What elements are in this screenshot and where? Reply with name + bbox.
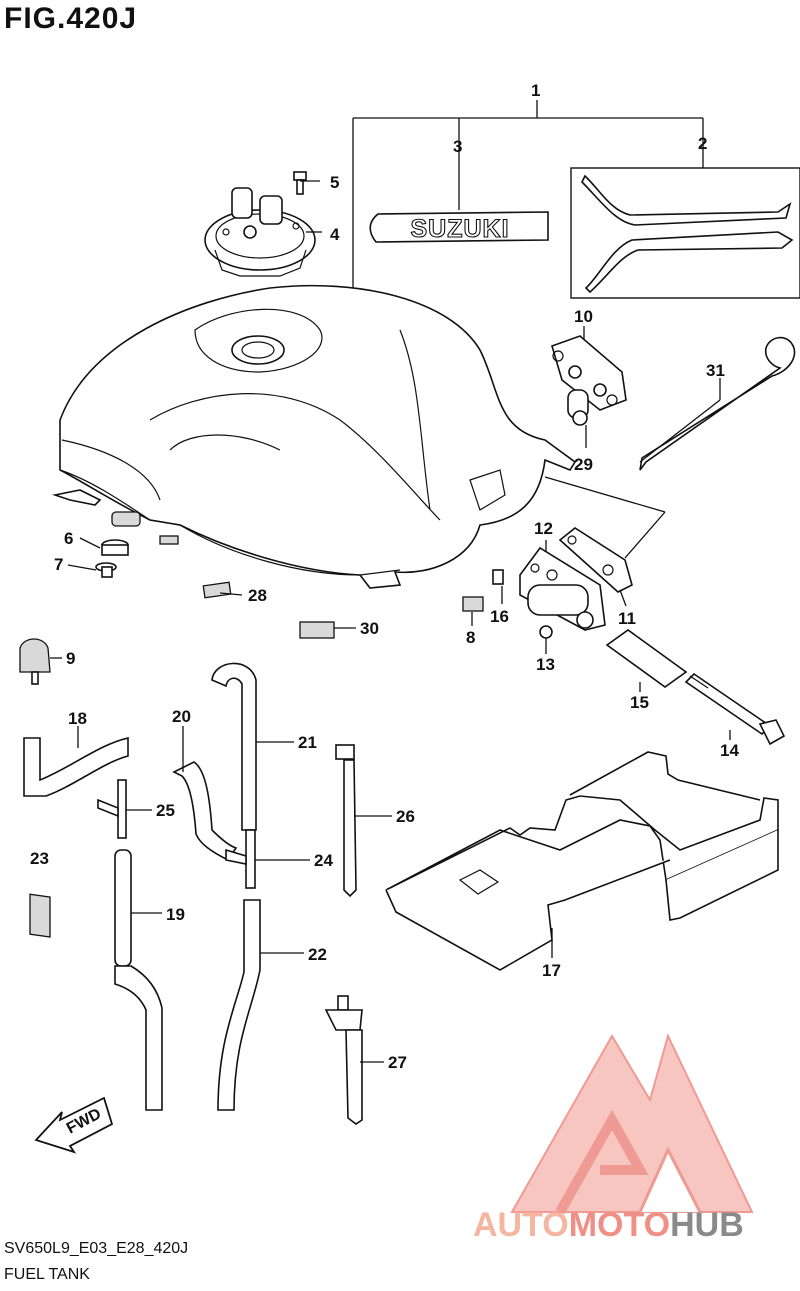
hinge-assembly	[519, 527, 633, 639]
prop-rod	[639, 336, 796, 471]
callout-10: 10	[574, 307, 593, 326]
heat-shield	[385, 751, 779, 971]
hinge-leader-lines	[544, 476, 666, 559]
fuel-tank	[51, 284, 577, 589]
callout-2: 2	[698, 134, 707, 153]
watermark-logo	[510, 1033, 754, 1215]
callout-3: 3	[453, 137, 462, 156]
cable-clamp-27	[324, 995, 363, 1125]
figure-title: FIG.420J	[4, 2, 138, 35]
callout-31: 31	[706, 361, 725, 380]
watermark-brand: AUTOMOTOHUB	[473, 1206, 744, 1245]
hose-21	[211, 662, 257, 831]
hose-cap	[19, 638, 51, 685]
callout-11: 11	[618, 609, 636, 628]
callout-9: 9	[66, 649, 75, 668]
model-code: SV650L9_E03_E28_420J	[4, 1240, 189, 1257]
callout-6: 6	[64, 529, 73, 548]
collar	[605, 629, 688, 688]
callout-21: 21	[298, 733, 317, 752]
callout-27: 27	[388, 1053, 407, 1072]
fwd-arrow: FWD	[34, 1096, 114, 1154]
t-joint-24	[225, 829, 256, 889]
callout-24: 24	[314, 851, 333, 870]
brand-part-auto: AUTO	[473, 1206, 569, 1244]
callout-20: 20	[172, 707, 191, 726]
clip	[492, 569, 504, 585]
emblem-text: SUZUKI	[410, 215, 509, 243]
rubber-strip-box	[570, 167, 800, 299]
callout-1: 1	[531, 81, 540, 100]
rear-bracket	[551, 335, 627, 426]
small-pad	[462, 596, 484, 612]
tag-label	[202, 581, 232, 599]
cap-bolt	[293, 171, 307, 195]
callout-26: 26	[396, 807, 415, 826]
leader-lines	[50, 180, 731, 1063]
callout-4: 4	[330, 225, 340, 244]
collar-small	[95, 562, 117, 578]
hose-19	[114, 849, 163, 1111]
callout-16: 16	[490, 607, 509, 626]
callout-labels: 1 2 3 4 5 6 7 8 9 10 11 12 13 14 15 16 1…	[30, 81, 739, 1072]
hose-20	[172, 761, 238, 862]
callout-8: 8	[466, 628, 475, 647]
long-bolt	[684, 672, 786, 746]
callout-23: 23	[30, 849, 49, 868]
callout-12: 12	[534, 519, 553, 538]
brand-part-moto: MOTO	[568, 1206, 671, 1244]
fuel-cap	[204, 187, 316, 277]
section-name: FUEL TANK	[4, 1266, 90, 1283]
callout-13: 13	[536, 655, 555, 674]
callout-29: 29	[574, 455, 593, 474]
suzuki-emblem: SUZUKI	[369, 211, 549, 244]
brand-part-hub: HUB	[670, 1206, 744, 1244]
callout-19: 19	[166, 905, 185, 924]
assembly-bracket	[352, 100, 704, 290]
callout-30: 30	[360, 619, 379, 638]
pad-23	[29, 893, 51, 938]
callout-14: 14	[720, 741, 739, 760]
cable-tie-26	[335, 744, 357, 898]
hose-22	[217, 899, 261, 1111]
damper-rubber	[101, 539, 129, 556]
callout-5: 5	[330, 173, 339, 192]
cushion-block	[299, 621, 335, 639]
callout-17: 17	[542, 961, 561, 980]
callout-28: 28	[248, 586, 267, 605]
callout-15: 15	[630, 693, 649, 712]
callout-18: 18	[68, 709, 87, 728]
callout-7: 7	[54, 555, 63, 574]
hose-18	[23, 737, 129, 797]
callout-22: 22	[308, 945, 327, 964]
callout-25: 25	[156, 801, 175, 820]
t-joint-25	[97, 779, 127, 839]
